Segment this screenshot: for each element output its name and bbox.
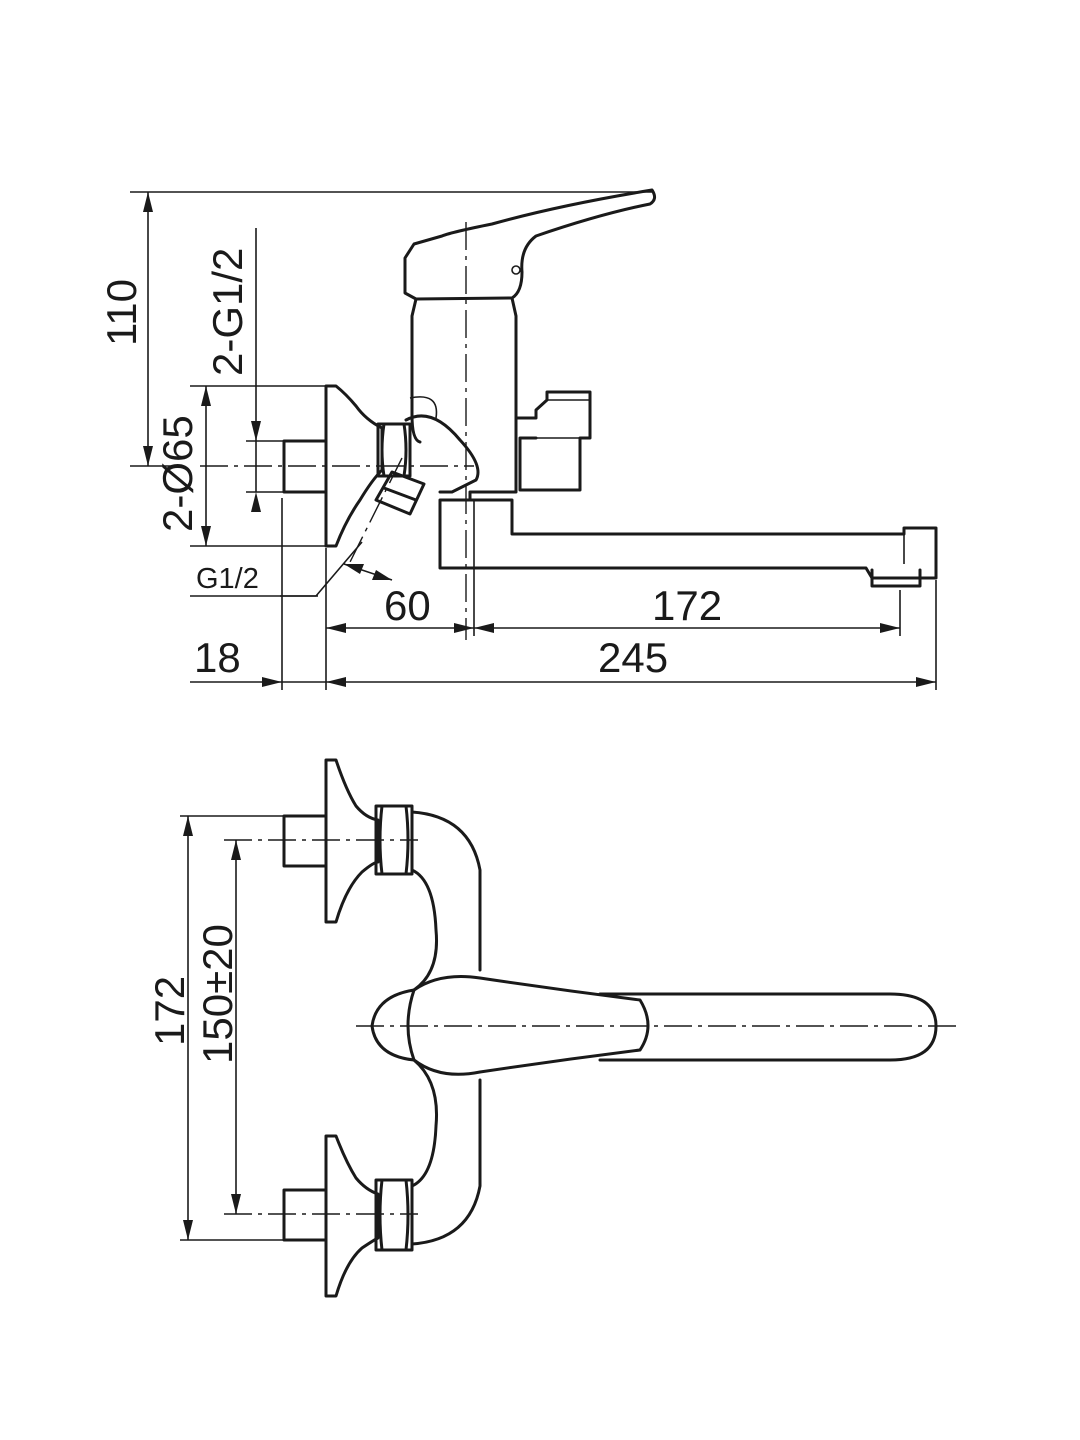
dim-label-60: 60 — [384, 582, 431, 629]
mixer-body — [410, 296, 518, 502]
spout — [438, 498, 938, 580]
dim-label-18: 18 — [194, 634, 241, 681]
dim-label-172-side: 172 — [652, 582, 722, 629]
dim-label-outlet-thread: G1/2 — [196, 563, 259, 595]
lower-flange — [324, 1134, 380, 1298]
lower-inlet — [282, 1188, 328, 1242]
dim-label-245: 245 — [598, 634, 668, 681]
angled-outlet — [374, 470, 426, 516]
lower-nut — [374, 1178, 414, 1252]
aerator — [870, 568, 922, 588]
upper-flange — [324, 758, 380, 924]
handle-screw — [511, 265, 521, 275]
upper-inlet — [282, 814, 328, 868]
dim-label-172-top: 172 — [146, 976, 193, 1046]
dim-label-inlet-thread: 2-G1/2 — [204, 248, 251, 376]
flange-nut — [376, 422, 412, 478]
inlet-pipe — [282, 439, 328, 494]
side-view: 110 2-G1/2 2-Ø65 G1/2 60 172 18 245 — [98, 188, 938, 690]
body-arm-upper — [410, 810, 482, 992]
dim-label-110: 110 — [98, 279, 145, 346]
lever-top — [406, 975, 650, 1076]
dim-label-centers: 150±20 — [194, 924, 241, 1064]
body-arm-lower — [410, 1058, 482, 1246]
elbow — [404, 414, 480, 494]
dim-label-flange-diameter: 2-Ø65 — [154, 415, 201, 532]
top-view: 172 150±20 — [146, 758, 958, 1298]
spout-top — [598, 992, 938, 1062]
handle-lever — [403, 188, 657, 301]
diverter-knob — [514, 390, 592, 492]
